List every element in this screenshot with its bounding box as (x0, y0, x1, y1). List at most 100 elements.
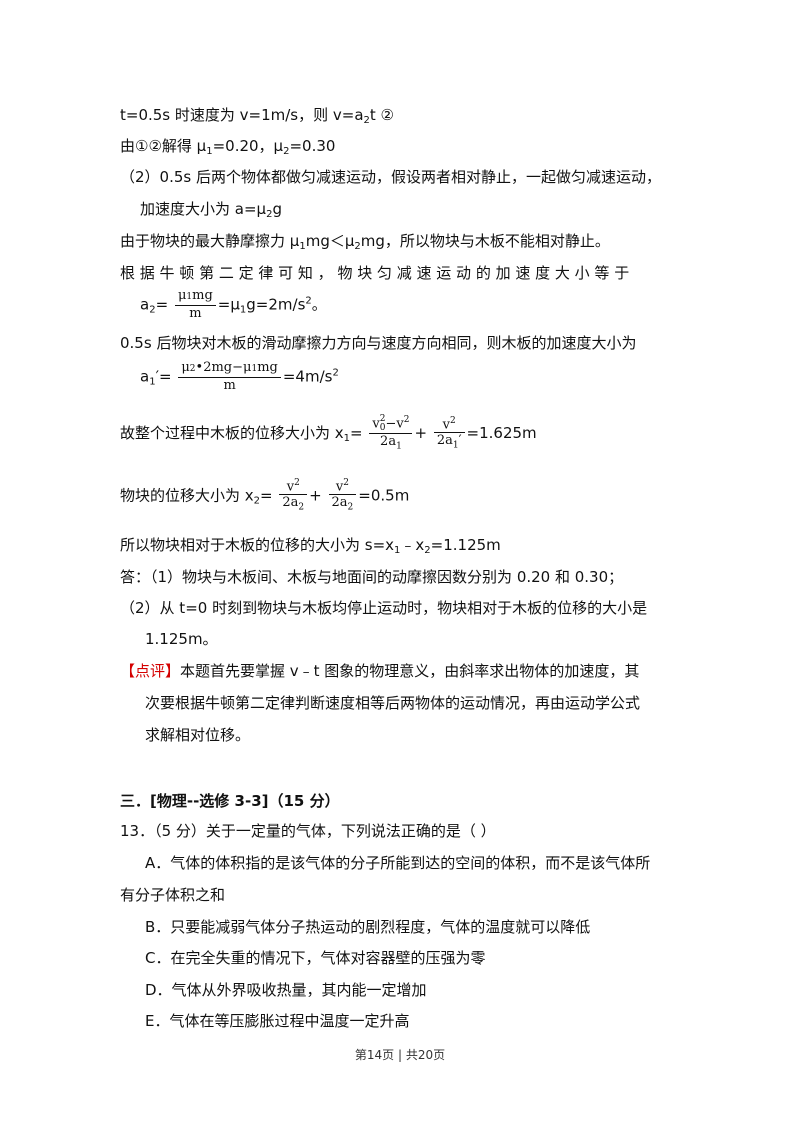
question-13: 13．（5 分）关于一定量的气体，下列说法正确的是（ ） (120, 820, 496, 842)
text: 本题首先要掌握 v﹣t 图象的物理意义，由斜率求出物体的加速度，其 (180, 662, 640, 680)
text: （2）0.5s 后两个物体都做匀减速运动，假设两者相对静止，一起做匀减速运动， (120, 168, 661, 186)
text: g (272, 200, 282, 218)
text: =4m/s (282, 367, 333, 386)
text: 故整个过程中木板的位移大小为 x (120, 424, 344, 443)
option-b: B．只要能减弱气体分子热运动的剧烈程度，气体的温度就可以降低 (145, 916, 590, 938)
text: a (140, 367, 150, 386)
text: C．在完全失重的情况下，气体对容器壁的压强为零 (145, 949, 486, 967)
text: D．气体从外界吸收热量，其内能一定增加 (145, 981, 427, 999)
numerator: mg (257, 360, 278, 375)
subscript: 2 (149, 304, 156, 316)
text: =μ (217, 295, 240, 314)
review-tag: 【点评】 (120, 662, 181, 680)
text: = (350, 424, 363, 443)
solution-line-12: 所以物块相对于木板的位移的大小为 s=x1﹣x2=1.125m (120, 534, 501, 562)
subscript: 1 (186, 292, 193, 302)
text: 所以物块相对于木板的位移的大小为 s=x (120, 536, 395, 554)
text: 0.5s 后物块对木板的滑动摩擦力方向与速度方向相同，则木板的加速度大小为 (120, 334, 637, 352)
answer-line-3: 1.125m。 (145, 628, 218, 650)
plus-sign: + (309, 486, 322, 505)
subscript: 2 (363, 115, 370, 126)
subscript: 1 (251, 364, 258, 374)
text: 由于物块的最大静摩擦力 μ (120, 232, 300, 250)
superscript: 2 (332, 367, 339, 379)
subscript: 2 (347, 502, 354, 513)
text: 三．[物理--选修 3-3]（15 分） (120, 792, 340, 810)
superscript: 2 (450, 415, 456, 426)
denominator: m (223, 378, 236, 393)
subscript: 1 (343, 433, 351, 445)
numerator: v (286, 479, 295, 495)
denominator: 2a (331, 495, 348, 511)
numerator: mg (192, 288, 213, 303)
option-c: C．在完全失重的情况下，气体对容器壁的压强为零 (145, 947, 485, 969)
denominator: 2a (282, 495, 299, 511)
text: = (155, 295, 169, 314)
numerator: −v (385, 416, 404, 432)
subscript: 1 (149, 376, 156, 388)
text: =1.625m (466, 424, 537, 443)
text: = (260, 486, 273, 505)
text: t=0.5s 时速度为 v=1m/s，则 v=a (120, 106, 364, 124)
superscript: 2 (379, 413, 386, 424)
review-line-2: 次要根据牛顿第二定律判断速度相等后两物体的运动情况，再由运动学公式 (145, 692, 640, 714)
subscript: 2 (189, 364, 196, 374)
subscript: 2 (266, 209, 273, 220)
fraction-vsq-over-2a1prime: v2 2a1′ (433, 414, 465, 454)
solution-line-8: 0.5s 后物块对木板的滑动摩擦力方向与速度方向相同，则木板的加速度大小为 (120, 332, 636, 354)
numerator: •2mg−μ (195, 360, 252, 375)
subscript: 1 (239, 304, 247, 316)
superscript: 2 (294, 478, 300, 488)
subscript: 2 (253, 495, 261, 507)
solution-line-7: a2= μ1mg m =μ1g=2m/s2。 (140, 288, 327, 322)
answer-line-1: 答：（1）物块与木板间、木板与地面间的动摩擦因数分别为 0.20 和 0.30； (120, 566, 623, 588)
subscript: 2 (298, 502, 305, 513)
subscript: 1 (299, 241, 306, 252)
solution-line-11: 物块的位移大小为 x2= v2 2a2 + v2 2a2 =0.5m (120, 476, 409, 516)
denominator: 2a (380, 433, 397, 449)
numerator: v (442, 417, 450, 433)
page-footer: 第14页 | 共20页 (354, 1048, 446, 1062)
numerator: μ (177, 288, 187, 303)
plus-sign: + (414, 424, 428, 443)
text: 物块的位移大小为 x (120, 486, 254, 505)
option-e: E．气体在等压膨胀过程中温度一定升高 (145, 1010, 409, 1032)
numerator: μ (181, 360, 190, 375)
text: 。 (311, 295, 327, 314)
solution-line-3: （2）0.5s 后两个物体都做匀减速运动，假设两者相对静止，一起做匀减速运动， (120, 166, 661, 188)
superscript: 2 (403, 415, 410, 425)
numerator: v (372, 416, 380, 432)
solution-line-5: 由于物块的最大静摩擦力 μ1mg＜μ2mg，所以物块与木板不能相对静止。 (120, 230, 610, 258)
subscript: 0 (379, 422, 386, 433)
superscript: 2 (343, 478, 349, 488)
text: 加速度大小为 a=μ (140, 200, 267, 218)
superscript: 2 (305, 295, 312, 307)
fraction-vsq-over-2a2: v2 2a2 (279, 476, 308, 516)
solution-line-9: a1′= μ2•2mg−μ1mg m =4m/s2 (140, 360, 339, 394)
fraction-board-acceleration: μ2•2mg−μ1mg m (178, 360, 281, 394)
solution-line-6: 根 据 牛 顿 第 二 定 律 可 知 ， 物 块 匀 减 速 运 动 的 加 … (120, 262, 629, 284)
subscript: 2 (424, 545, 431, 556)
text: g=2m/s (246, 295, 306, 314)
fraction-vsq-over-2a2-second: v2 2a2 (328, 476, 357, 516)
subscript: 1 (452, 440, 459, 451)
text: ′= (155, 367, 172, 386)
text: 由①②解得 μ (120, 137, 207, 155)
review-line-3: 求解相对位移。 (145, 724, 250, 746)
text: 求解相对位移。 (145, 726, 251, 744)
option-a-line-2: 有分子体积之和 (120, 884, 225, 906)
subscript: 2 (354, 241, 361, 252)
subscript: 2 (283, 146, 290, 157)
text: B．只要能减弱气体分子热运动的剧烈程度，气体的温度就可以降低 (145, 918, 591, 936)
option-d: D．气体从外界吸收热量，其内能一定增加 (145, 979, 427, 1001)
text: ﹣x (400, 536, 425, 554)
text: 有分子体积之和 (120, 886, 226, 904)
subscript: 1 (396, 441, 402, 452)
text: A．气体的体积指的是该气体的分子所能到达的空间的体积，而不是该气体所 (145, 854, 651, 872)
solution-line-4: 加速度大小为 a=μ2g (140, 198, 282, 226)
text: =1.125m (430, 536, 501, 554)
text: mg，所以物块与木板不能相对静止。 (360, 232, 610, 250)
solution-line-1: t=0.5s 时速度为 v=1m/s，则 v=a2t ② (120, 104, 394, 132)
